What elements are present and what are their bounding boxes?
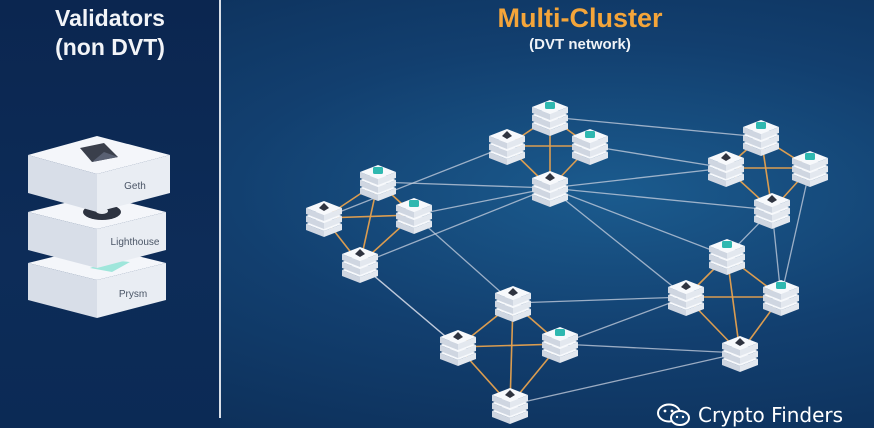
ethereum-icon: [545, 173, 555, 181]
client-icon: [722, 241, 732, 248]
layer-label-prysm: Prysm: [119, 289, 147, 300]
validator-node: [360, 165, 396, 201]
validator-node: [440, 330, 476, 366]
ethereum-icon: [453, 332, 463, 340]
left-title-line2: (non DVT): [55, 34, 165, 60]
ethereum-icon: [681, 282, 691, 290]
validator-node: [743, 120, 779, 156]
network-link: [549, 187, 728, 257]
ethereum-icon: [355, 249, 365, 257]
client-icon: [776, 282, 786, 289]
network-link: [549, 116, 762, 138]
validator-node: [492, 388, 528, 424]
validator-node: [396, 198, 432, 234]
validator-node: [542, 327, 578, 363]
network-link: [323, 145, 508, 219]
divider: [219, 0, 221, 418]
network-link: [559, 296, 687, 345]
client-icon: [756, 122, 766, 129]
layer-label-geth: Geth: [124, 181, 146, 192]
client-icon: [545, 102, 555, 109]
network-link: [377, 181, 551, 189]
client-icon: [555, 329, 565, 336]
network-link: [413, 187, 551, 216]
network-link: [359, 187, 551, 265]
ethereum-icon: [767, 195, 777, 203]
network-link: [509, 352, 741, 406]
left-title-line1: Validators: [55, 5, 165, 31]
validator-node: [489, 129, 525, 165]
validator-node: [709, 239, 745, 275]
validator-node: [306, 201, 342, 237]
layer-label-lighthouse: Lighthouse: [111, 237, 160, 248]
validator-node: [722, 336, 758, 372]
network-link: [512, 296, 687, 304]
watermark: Crypto Finders: [656, 403, 843, 427]
network-link: [549, 187, 687, 298]
network-link: [559, 343, 741, 354]
client-icon: [373, 167, 383, 174]
page-title: Multi-Cluster: [497, 3, 663, 33]
validator-node: [532, 100, 568, 136]
network-link: [549, 187, 773, 211]
validator-stack: Prysm Lighthouse Geth: [28, 136, 170, 318]
watermark-text: Crypto Finders: [698, 403, 844, 427]
network-link: [549, 167, 727, 189]
wechat-icon: [657, 403, 690, 426]
validator-node: [572, 129, 608, 165]
network-link: [780, 167, 811, 298]
ethereum-icon: [508, 288, 518, 296]
validator-node: [668, 280, 704, 316]
validator-node: [342, 247, 378, 283]
validator-node: [495, 286, 531, 322]
client-icon: [585, 131, 595, 138]
validator-node: [708, 151, 744, 187]
network-nodes: [306, 100, 828, 424]
ethereum-icon: [721, 153, 731, 161]
validator-node: [532, 171, 568, 207]
ethereum-icon: [502, 131, 512, 139]
validator-node: [754, 193, 790, 229]
page-subtitle: (DVT network): [529, 36, 631, 53]
client-icon: [409, 200, 419, 207]
ethereum-icon: [319, 203, 329, 211]
ethereum-icon: [80, 143, 118, 162]
client-icon: [805, 153, 815, 160]
network-link: [589, 145, 727, 169]
ethereum-icon: [735, 338, 745, 346]
network-link: [359, 263, 459, 348]
prysm-icon: [90, 260, 130, 272]
layer-geth: Geth: [28, 136, 170, 212]
validator-node: [763, 280, 799, 316]
ethereum-icon: [505, 390, 515, 398]
network-link: [413, 214, 514, 304]
validator-node: [792, 151, 828, 187]
layer-lighthouse: Lighthouse: [28, 195, 166, 268]
